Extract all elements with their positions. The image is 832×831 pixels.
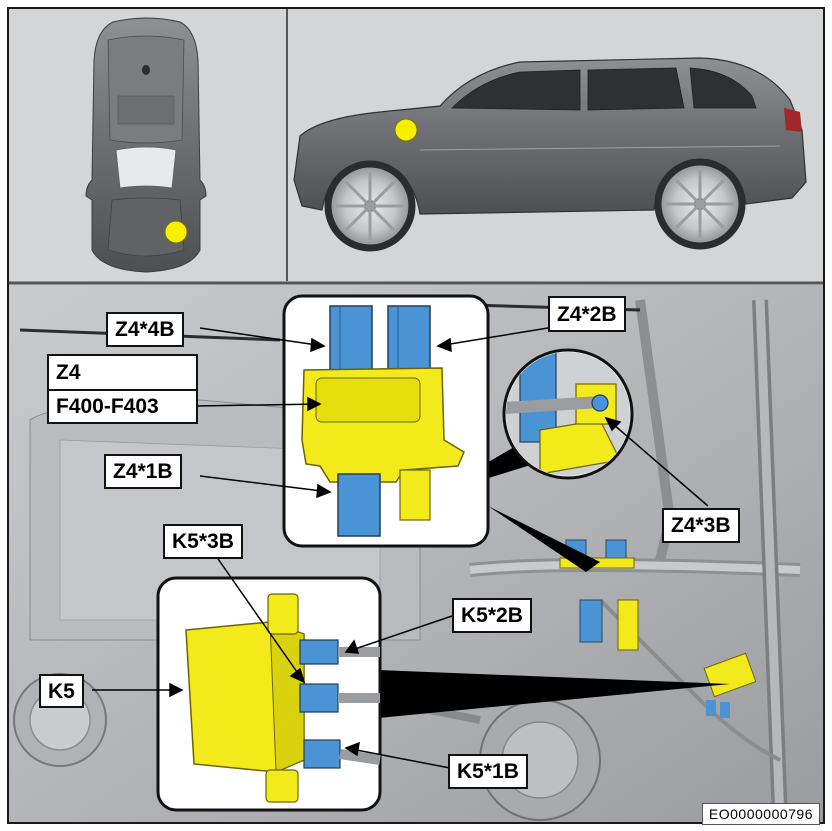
vehicle-top-view-icon: [85, 17, 207, 273]
connector-z4-2b: [387, 305, 431, 373]
top-view-panel: [9, 9, 286, 281]
side-view-panel: [288, 9, 823, 281]
label-k5-3b: K5*3B: [163, 524, 243, 559]
label-f400-f403: F400-F403: [49, 389, 196, 422]
label-z4-1b: Z4*1B: [104, 454, 182, 489]
connector-k5-2b: [299, 639, 339, 665]
connector-k5-3b: [299, 683, 339, 713]
detail-leader-wedge: [378, 670, 730, 718]
label-z4-2b: Z4*2B: [548, 296, 626, 332]
detail-k5-box: [156, 576, 382, 812]
location-marker-icon: [394, 118, 418, 142]
label-z4: Z4: [56, 360, 81, 384]
connector-k5-1b: [303, 739, 341, 769]
label-z4-3b: Z4*3B: [662, 508, 740, 543]
vehicle-side-view-icon: [293, 57, 807, 252]
detail-leader-wedge: [488, 506, 600, 572]
label-z4-4b: Z4*4B: [106, 312, 184, 347]
label-k5-2b: K5*2B: [452, 598, 532, 633]
location-marker-icon: [164, 220, 188, 244]
detail-z4-box: [282, 294, 490, 548]
label-k5-1b: K5*1B: [448, 754, 528, 789]
connector-z4-3b: [591, 394, 609, 412]
label-z4-stack: Z4 F400-F403: [47, 354, 198, 424]
leader-lines: [92, 327, 709, 769]
detail-z4-3b-circle: [502, 348, 634, 480]
label-k5: K5: [39, 674, 84, 708]
connector-z4-1b: [337, 473, 381, 537]
document-number: EO0000000796: [701, 803, 820, 825]
connector-z4-4b: [329, 305, 373, 373]
